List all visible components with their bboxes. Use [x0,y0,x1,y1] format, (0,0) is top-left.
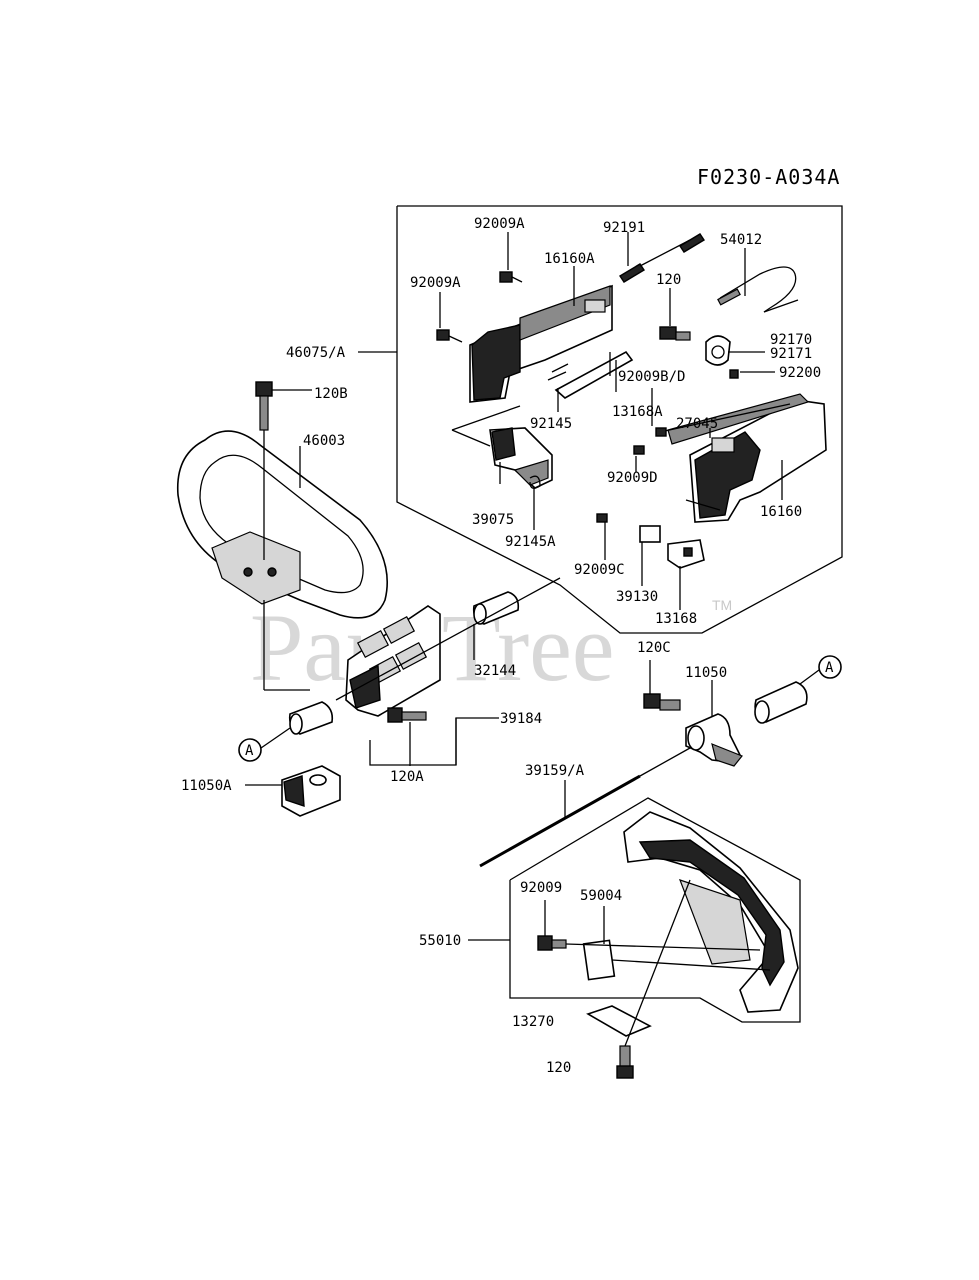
bracket-frame-39184 [369,717,499,766]
label-55010: 55010 [419,933,461,949]
handle-16160 [667,393,827,523]
bolt-120-top [659,326,691,341]
screw-92009A-top [499,271,523,283]
screw-92009BD [655,427,667,437]
label-92145A: 92145A [505,534,556,550]
sleeve-11050-right [754,681,808,724]
label-13168A: 13168A [612,404,663,420]
label-92145: 92145 [530,416,572,432]
label-59004: 59004 [580,888,622,904]
lever-13168A [554,350,634,399]
bolt-120-bottom [616,1045,634,1079]
diagram-code: F0230-A034A [697,165,840,189]
clamp-11050A [281,765,341,817]
screw-92009C [596,513,608,523]
sleeve-11050-left [288,701,334,735]
assembly-frame-55010 [509,797,801,1023]
callout-circle-right [818,655,842,679]
handle-half-16160A [469,284,613,403]
callout-letter-left: A [245,743,254,759]
label-92009C: 92009C [574,562,625,578]
label-120C: 120C [637,640,671,656]
label-39075: 39075 [472,512,514,528]
bolt-120C [643,693,681,711]
bracket-39184 [345,605,441,717]
label-120-bottom: 120 [546,1060,571,1076]
label-92009A-top: 92009A [474,216,525,232]
label-39130: 39130 [616,589,658,605]
bolt-120A [387,707,427,723]
shaft-centerline-upper [335,577,561,701]
bolt-120B [255,381,273,560]
spring-92145 [547,363,569,381]
watermark-tm: TM [712,597,732,613]
rod-27045 [659,403,791,433]
label-54012: 54012 [720,232,762,248]
switch-13168 [667,539,705,569]
bolt-92009 [537,935,567,951]
plate-13270 [586,1005,652,1037]
clip-92200 [729,369,739,379]
label-39184: 39184 [500,711,542,727]
trigger-39075 [489,427,553,489]
clamp-92170 [705,335,731,366]
label-92191: 92191 [603,220,645,236]
callout-letter-right: A [825,660,834,676]
guard-55010 [623,811,799,1013]
spring-92191 [619,233,705,283]
label-59004 [582,939,616,981]
label-46075: 46075/A [286,345,346,361]
label-92009: 92009 [520,880,562,896]
label-92170: 92170 [770,332,812,348]
label-92171: 92171 [770,346,812,362]
label-120B: 120B [314,386,348,402]
spring-92145A [529,475,541,489]
label-13168: 13168 [655,611,697,627]
label-11050A: 11050A [181,778,232,794]
screw-92009D [633,445,645,455]
label-120-top: 120 [656,272,681,288]
label-27045: 27045 [676,416,718,432]
label-39159: 39159/A [525,763,585,779]
label-120A: 120A [390,769,424,785]
sleeve-32144 [472,591,520,625]
label-46003: 46003 [303,433,345,449]
loop-handle-46003 [176,430,388,619]
screw-92009A-left [436,329,463,343]
label-92200: 92200 [779,365,821,381]
plate-39130 [639,525,661,543]
gear-housing [685,713,743,767]
label-16160: 16160 [760,504,802,520]
callout-circle-left [238,738,262,762]
drive-shaft-39159 [479,747,691,868]
assembly-frame-46075 [396,205,843,634]
throttle-cable-54012 [717,266,799,313]
label-11050: 11050 [685,665,727,681]
label-92009D: 92009D [607,470,658,486]
label-13270: 13270 [512,1014,554,1030]
label-92009BD: 92009B/D [618,369,685,385]
label-92009A-left: 92009A [410,275,461,291]
label-32144: 32144 [474,663,516,679]
label-16160A: 16160A [544,251,595,267]
